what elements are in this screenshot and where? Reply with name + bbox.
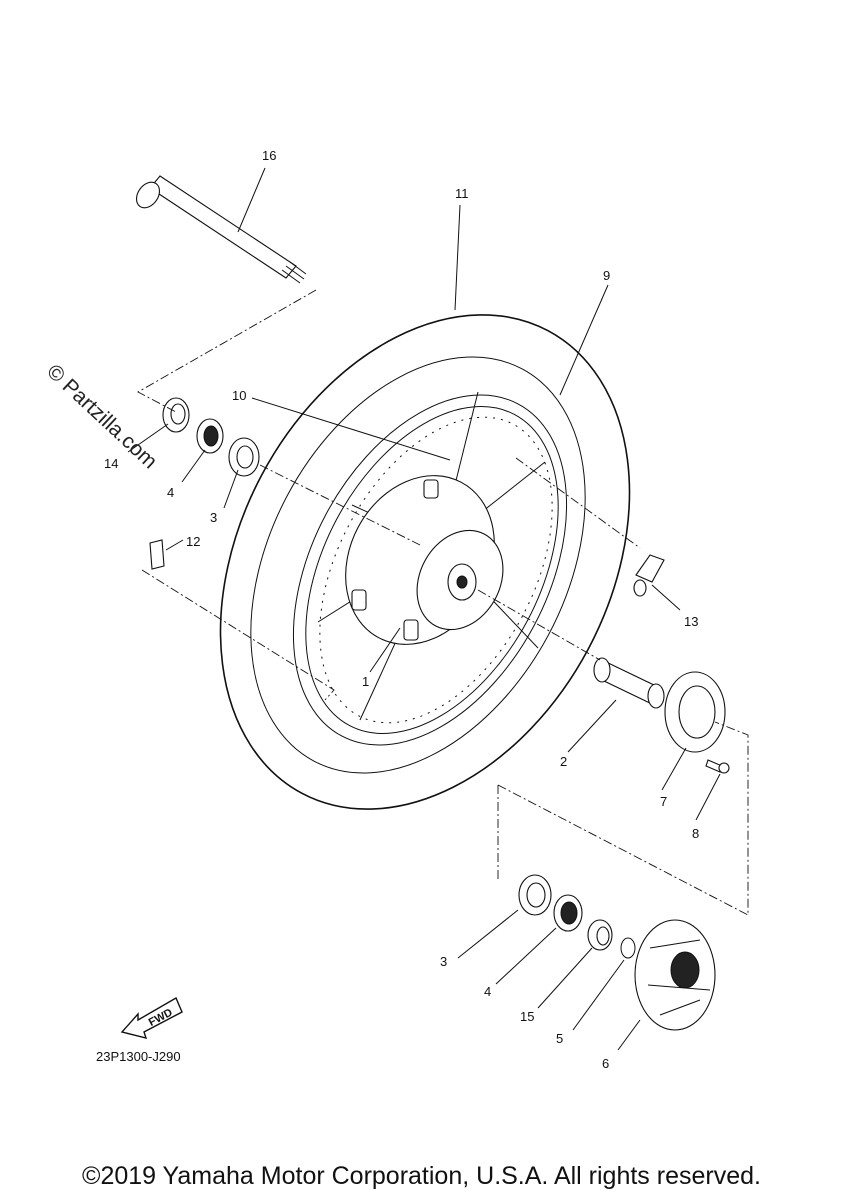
axle: [135, 175, 307, 284]
oil-seal-right: [553, 894, 583, 932]
disc-cover: [664, 671, 726, 753]
tire: [219, 314, 631, 810]
valve: [633, 554, 665, 597]
callout-3-right: 3: [440, 954, 447, 969]
fwd-arrow-icon: FWD: [120, 996, 183, 1039]
callout-3-left: 3: [210, 510, 217, 525]
hub-cover: [634, 919, 716, 1031]
oil-seal-left: [196, 418, 224, 454]
leader-lines: [127, 167, 721, 1051]
callout-13: 6: [602, 1056, 609, 1071]
callout-2: 2: [560, 754, 567, 769]
collar-12: [162, 397, 190, 433]
assembly-lines: [137, 289, 749, 916]
callout-9: 11: [455, 186, 469, 201]
callout-10: 12: [186, 534, 200, 549]
callout-5: 7: [660, 794, 667, 809]
callout-14: 15: [520, 1009, 534, 1024]
circlip: [620, 937, 636, 959]
copyright-notice: ©2019 Yamaha Motor Corporation, U.S.A. A…: [82, 1162, 761, 1190]
callout-8: 10: [232, 388, 246, 403]
callout-12: 14: [104, 456, 118, 471]
callout-4-left: 4: [167, 485, 174, 500]
bearing-right: [518, 874, 552, 916]
reference-code: 23P1300-J290: [96, 1049, 181, 1064]
balance-weight: [149, 539, 165, 570]
callout-7: 9: [603, 268, 610, 283]
bolt: [705, 759, 730, 774]
spacer: [593, 657, 665, 709]
callout-4-right: 4: [484, 984, 491, 999]
callouts: 16 11 9 10 14 4 3 12 13 1 2 7 8 3 4 15 5…: [104, 148, 699, 1071]
collar-14: [587, 919, 613, 951]
hub: [345, 475, 504, 645]
callout-16: 16: [262, 148, 276, 163]
callout-11: 13: [684, 614, 698, 629]
fwd-label: FWD: [147, 1006, 175, 1028]
callout-1: 1: [362, 674, 369, 689]
bearing-left: [228, 437, 260, 477]
callout-6: 8: [692, 826, 699, 841]
callout-15: 5: [556, 1031, 563, 1046]
